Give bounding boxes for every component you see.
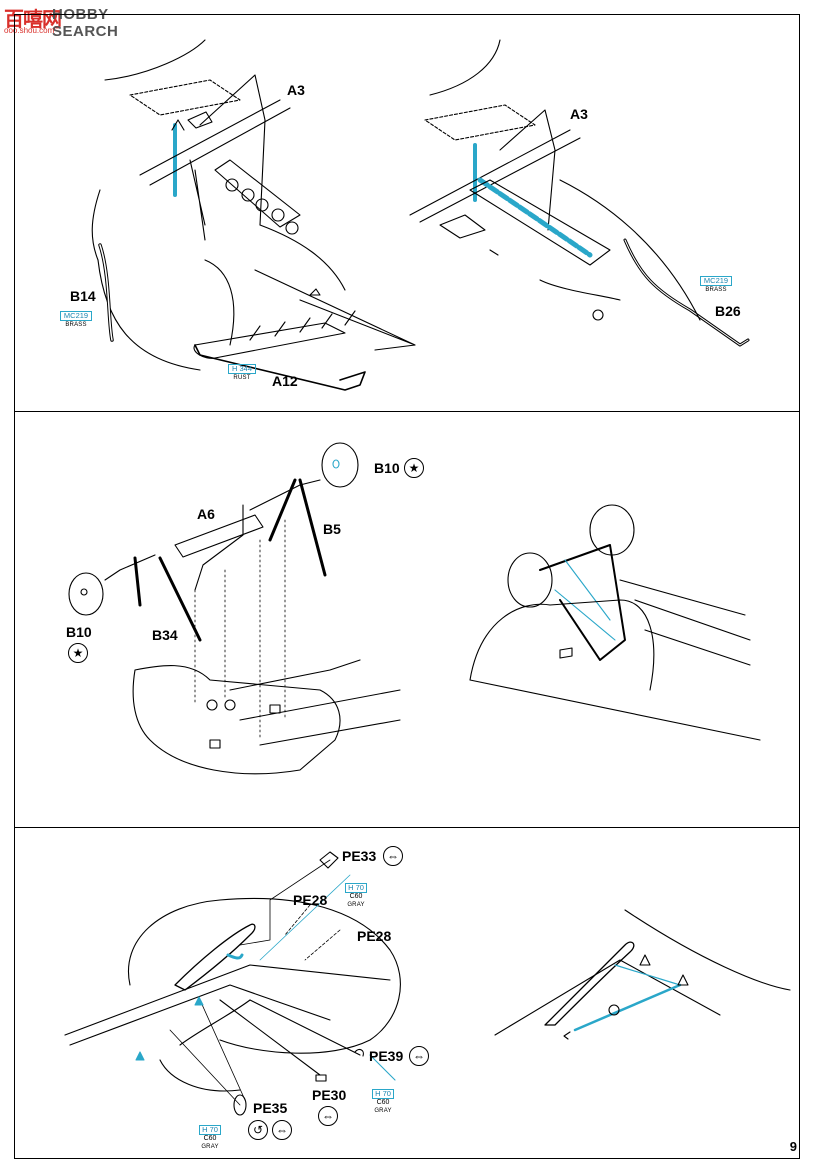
part-label-a12: A12	[272, 373, 298, 389]
part-label-a3-left: A3	[287, 82, 305, 98]
bend-arrow-icon: ↺	[248, 1120, 268, 1140]
paint-callout-pe33: H 70 C60 GRAY	[345, 883, 367, 909]
watermark-chinese: 百嘻网	[4, 7, 62, 31]
paint-code: H 70	[199, 1125, 221, 1135]
fold-both-sides-icon: ⇔	[318, 1106, 338, 1126]
paint-code: MC219	[700, 276, 732, 286]
part-label-b10-top: B10	[374, 460, 400, 476]
part-label-pe30: PE30	[312, 1087, 347, 1103]
fold-both-sides-icon: ⇔	[383, 846, 403, 866]
paint-callout-b14: MC219 BRASS	[60, 311, 92, 329]
paint-callout-a12: H 344 RUST	[228, 364, 256, 382]
part-label-pe35: PE35	[253, 1100, 288, 1116]
panel1-right-drawing	[409, 39, 750, 347]
part-label-b14: B14	[70, 288, 96, 304]
instruction-page-frame	[14, 14, 800, 1159]
panel2-left-drawing	[68, 442, 401, 775]
panel3-right-drawing	[494, 909, 791, 1040]
watermark-url: ooo.shou.com	[4, 26, 55, 35]
part-label-b26: B26	[715, 303, 741, 319]
paint-name: BRASS	[65, 322, 87, 328]
panel3-left-drawing	[64, 851, 401, 1116]
page-number: 9	[789, 1139, 797, 1154]
paint-code-secondary: C60	[376, 1099, 390, 1106]
paint-callout-pe30: H 70 C60 GRAY	[372, 1089, 394, 1115]
panel2-right-drawing	[469, 504, 761, 741]
panel1-left-drawing	[91, 39, 416, 391]
paint-code: H 70	[345, 883, 367, 893]
part-label-pe39: PE39	[369, 1048, 404, 1064]
part-label-b5: B5	[323, 521, 341, 537]
paint-name: GRAY	[201, 1144, 219, 1150]
part-label-pe28-b: PE28	[357, 928, 392, 944]
paint-name: GRAY	[347, 902, 365, 908]
star-icon: ★	[404, 458, 424, 478]
paint-code: H 344	[228, 364, 256, 374]
panel-divider-1	[14, 411, 800, 412]
panel-divider-2	[14, 827, 800, 828]
paint-code: MC219	[60, 311, 92, 321]
paint-name: RUST	[233, 375, 251, 381]
fold-both-sides-icon: ⇔	[409, 1046, 429, 1066]
part-label-a3-right: A3	[570, 106, 588, 122]
part-label-b10-left: B10	[66, 624, 92, 640]
part-label-a6: A6	[197, 506, 215, 522]
paint-code-secondary: C60	[349, 893, 363, 900]
part-label-pe28-a: PE28	[293, 892, 328, 908]
paint-code: H 70	[372, 1089, 394, 1099]
paint-name: BRASS	[705, 287, 727, 293]
part-label-b34: B34	[152, 627, 178, 643]
part-label-pe33: PE33	[342, 848, 377, 864]
fold-both-sides-icon: ⇔	[272, 1120, 292, 1140]
paint-callout-pe35: H 70 C60 GRAY	[199, 1125, 221, 1151]
paint-code-secondary: C60	[203, 1135, 217, 1142]
paint-callout-b26: MC219 BRASS	[700, 276, 732, 294]
star-icon: ★	[68, 643, 88, 663]
paint-name: GRAY	[374, 1108, 392, 1114]
